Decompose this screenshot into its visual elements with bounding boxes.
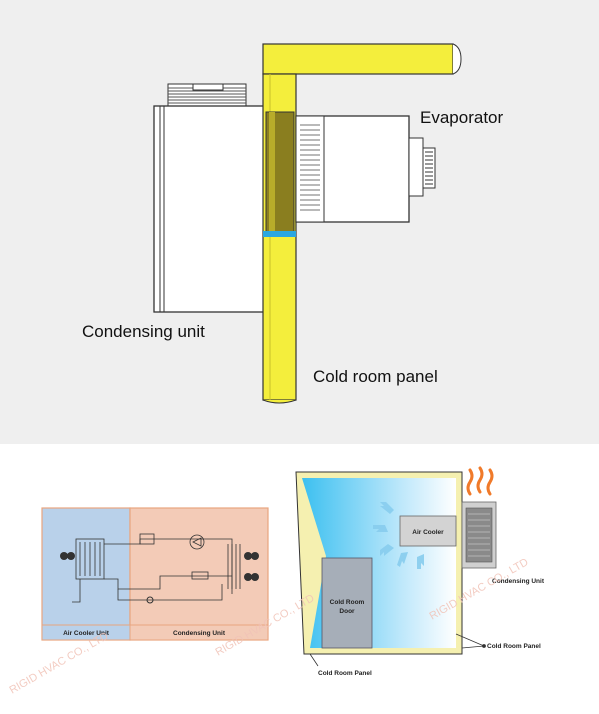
wall-condensing-unit [461, 501, 497, 569]
door-label-line2: Door [339, 608, 355, 615]
condensing-unit-label: Condensing unit [82, 322, 205, 341]
evaporator-label: Evaporator [420, 108, 503, 127]
cold-room-illustrations: Air Cooler Unit Condensing Unit Cold Roo… [8, 466, 545, 697]
condensing-unit-body [153, 105, 265, 313]
condenser-top-fins [167, 83, 247, 107]
door-label-line1: Cold Room [330, 599, 365, 606]
cold-room-door [321, 557, 373, 649]
condensing-unit-box [129, 507, 269, 641]
air-cooler-unit-box [41, 507, 131, 641]
heat-waves [466, 466, 494, 496]
top-diagram-panel: Evaporator Condensing unit Cold room pan… [0, 0, 599, 444]
condensing-unit-schematic-label: Condensing Unit [173, 630, 226, 637]
air-cooler-unit-label: Air Cooler Unit [63, 630, 110, 637]
air-cooler-label: Air Cooler [412, 529, 444, 536]
cold-room-section: Cold Room Door Air Cooler [295, 466, 545, 677]
bottom-diagrams-panel: Air Cooler Unit Condensing Unit Cold Roo… [0, 444, 599, 709]
cold-room-panel-right-label: Cold Room Panel [487, 643, 541, 650]
condensing-unit-installation-diagram: Evaporator Condensing unit Cold room pan… [82, 43, 503, 404]
cold-room-panel-shape [262, 43, 462, 404]
cold-air-arrows [373, 502, 424, 569]
condensing-unit-room-label: Condensing Unit [492, 578, 545, 585]
evaporator-unit [295, 115, 436, 223]
refrigeration-schematic: Air Cooler Unit Condensing Unit [41, 507, 269, 641]
cold-room-panel-label: Cold room panel [313, 367, 438, 386]
cold-room-panel-bottom-label: Cold Room Panel [318, 670, 372, 677]
air-cooler-unit [399, 515, 457, 547]
